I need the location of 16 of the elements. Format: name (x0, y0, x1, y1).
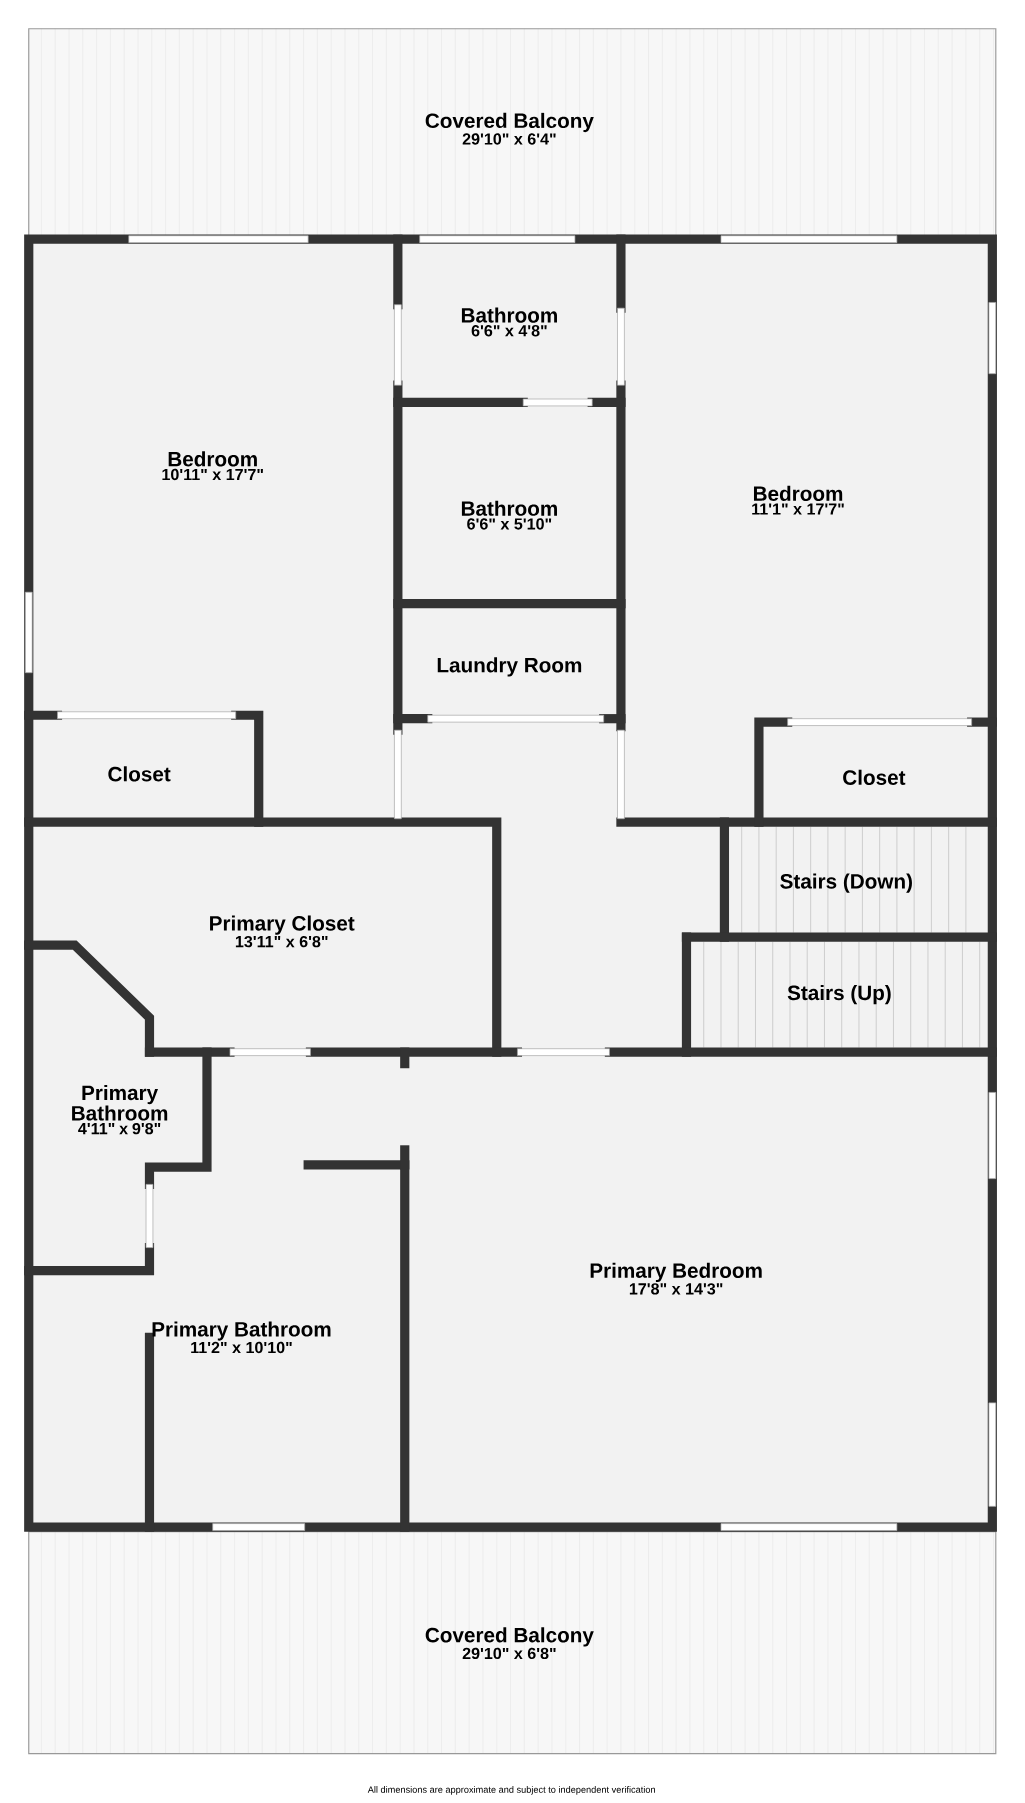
room-label: Bathroom 6'6" x 5'10" (462, 500, 558, 530)
room-label: Bathroom 6'6" x 4'8" (462, 307, 558, 337)
room-label: Closet (108, 766, 171, 782)
footnote: All dimensions are approximate and subject to independent verification (368, 1786, 656, 1795)
room-label: Primary Bathroom 11'2" x 10'10" (152, 1321, 331, 1354)
room-label: Primary Bathroom 4'11" x 9'8" (72, 1084, 168, 1135)
room-label: Covered Balcony 29'10" x 6'8" (425, 1627, 595, 1660)
room-label: Covered Balcony 29'10" x 6'4" (425, 112, 595, 145)
room-label: Bedroom 10'11" x 17'7" (162, 451, 264, 481)
room-label: Laundry Room (438, 657, 582, 677)
room-label: Stairs (Down) (780, 873, 913, 893)
room-label: Primary Closet 13'11" x 6'8" (210, 915, 355, 948)
room-label: Primary Bedroom 17'8" x 14'3" (590, 1262, 762, 1295)
room-label: Bedroom 11'1" x 17'7" (752, 485, 844, 515)
room-label: Closet (843, 769, 906, 785)
room-label: Stairs (Up) (787, 985, 891, 1005)
